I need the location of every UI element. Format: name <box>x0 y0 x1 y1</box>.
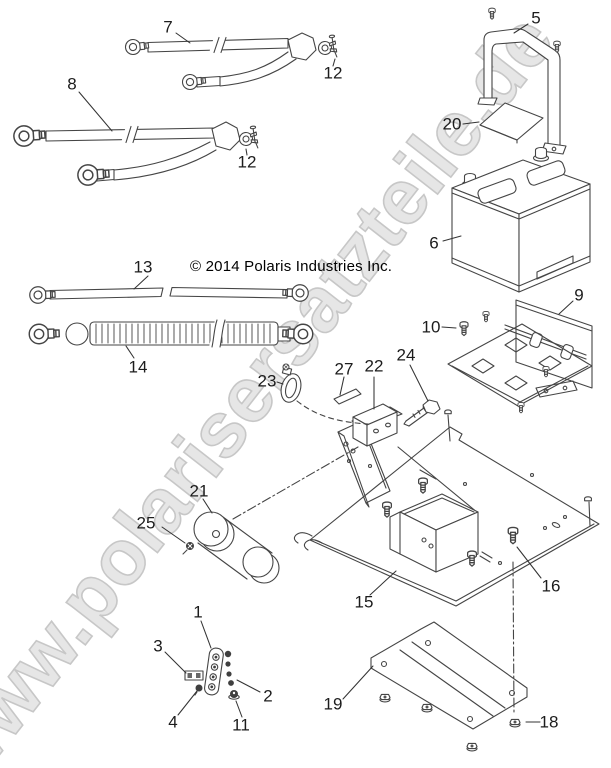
callout-leader-lines <box>78 23 574 723</box>
callout-25: 25 <box>136 513 156 533</box>
battery-cable-upper <box>124 32 339 91</box>
callout-12b: 12 <box>237 152 257 172</box>
mounting-plate <box>293 406 600 607</box>
jumper-cable <box>28 283 310 305</box>
battery <box>451 146 591 293</box>
callout-15: 15 <box>354 592 374 612</box>
solenoid <box>193 446 359 584</box>
callout-24: 24 <box>396 345 416 365</box>
callout-5: 5 <box>531 8 541 28</box>
terminal-block <box>204 647 224 696</box>
callout-13: 13 <box>133 257 153 277</box>
fuse-clip <box>184 670 204 681</box>
terminal-screws <box>224 650 234 686</box>
callout-16: 16 <box>541 576 561 596</box>
battery-pad <box>479 102 544 144</box>
callout-14: 14 <box>128 357 148 377</box>
callout-19: 19 <box>323 694 343 714</box>
callout-10: 10 <box>421 317 441 337</box>
long-thin-screws <box>444 409 592 527</box>
callout-8: 8 <box>67 74 77 94</box>
braided-ground-strap <box>28 319 314 348</box>
callout-12a: 12 <box>323 63 343 83</box>
lower-bracket <box>370 561 528 730</box>
tray-bolt <box>459 321 469 337</box>
plate-bolt-16 <box>507 526 519 545</box>
battery-cable-lower <box>12 121 260 187</box>
callout-3: 3 <box>153 636 163 656</box>
callout-21: 21 <box>189 481 209 501</box>
callout-11: 11 <box>232 715 250 735</box>
long-bolt <box>403 399 441 427</box>
callout-7: 7 <box>163 17 173 37</box>
callout-27: 27 <box>334 359 354 379</box>
spacer-strip <box>333 388 362 405</box>
callout-4: 4 <box>168 712 178 732</box>
callout-2: 2 <box>263 686 273 706</box>
callout-18: 18 <box>539 712 559 732</box>
callout-23: 23 <box>257 371 277 391</box>
clip-screw <box>194 684 203 696</box>
solenoid-screw <box>182 542 194 555</box>
bracket-nuts <box>379 693 521 752</box>
terminal-nut <box>228 690 240 700</box>
callout-6: 6 <box>429 233 439 253</box>
support-bracket <box>352 403 398 447</box>
callout-22: 22 <box>364 356 384 376</box>
battery-tray <box>447 299 593 414</box>
callout-9: 9 <box>574 285 584 305</box>
copyright-text: © 2014 Polaris Industries Inc. <box>190 258 393 275</box>
hook-clamp <box>280 363 369 425</box>
callout-1: 1 <box>193 602 203 622</box>
callout-20: 20 <box>442 114 462 134</box>
